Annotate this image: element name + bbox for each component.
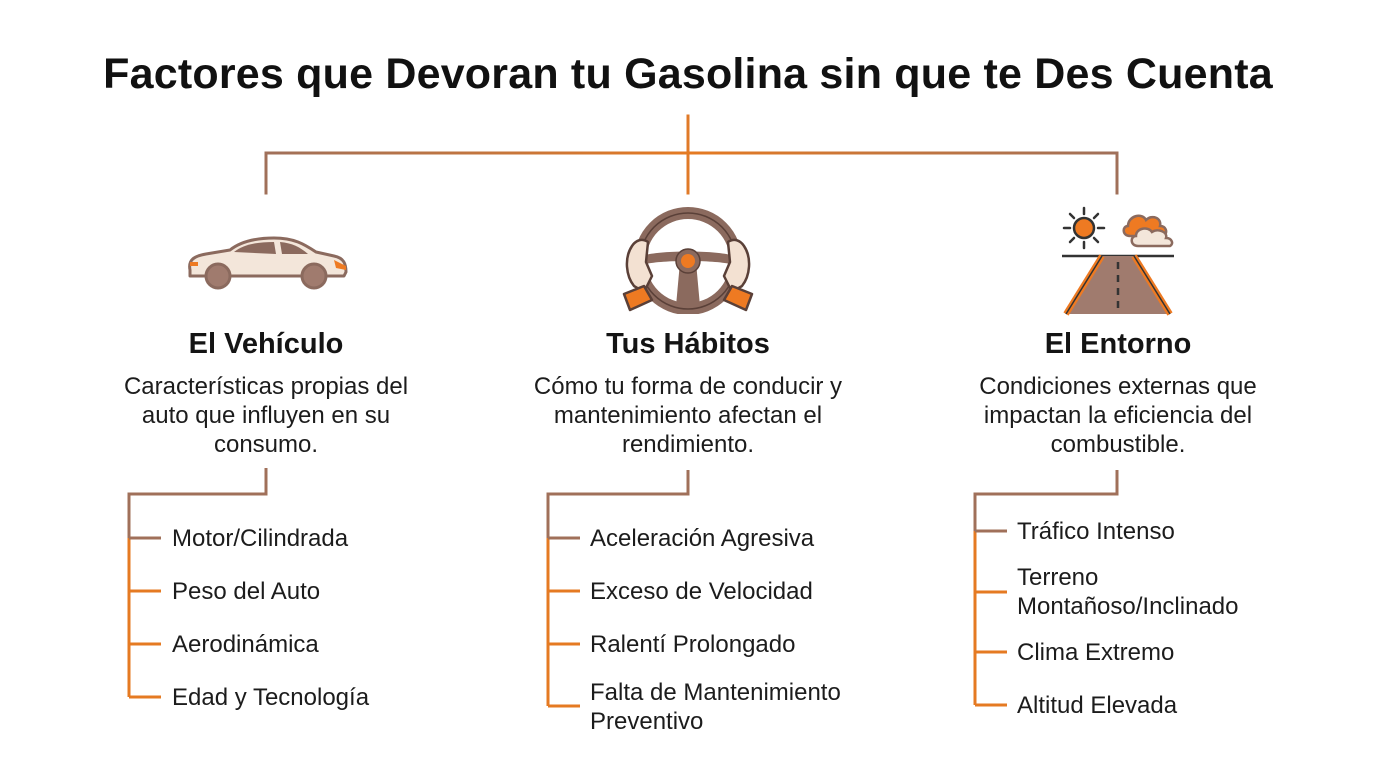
diagram-title: Factores que Devoran tu Gasolina sin que… <box>103 50 1273 98</box>
sun-icon <box>1062 206 1106 250</box>
column-description-vehicle: Características propias del auto que inf… <box>123 373 409 458</box>
list-item: Aceleración Agresiva <box>590 525 815 552</box>
column-title-vehicle: El Vehículo <box>188 328 344 360</box>
list-item: Altitud Elevada <box>1017 692 1178 719</box>
steering-wheel-icon <box>622 207 754 314</box>
list-item: Tráfico Intenso <box>1017 518 1175 545</box>
list-item: Terreno Montañoso/Inclinado <box>1017 564 1239 620</box>
list-item: Exceso de Velocidad <box>590 578 813 605</box>
car-icon <box>188 236 348 290</box>
list-item: Motor/Cilindrada <box>172 525 349 552</box>
list-item: Ralentí Prolongado <box>590 631 796 658</box>
list-item: Falta de Mantenimiento Preventivo <box>590 679 841 735</box>
list-item: Peso del Auto <box>172 578 321 605</box>
list-item: Edad y Tecnología <box>172 684 370 711</box>
top-branch <box>264 151 1119 195</box>
list-item: Clima Extremo <box>1017 639 1175 666</box>
road-weather-icon <box>1062 206 1174 316</box>
column-description-environment: Condiciones externas que impactan la efi… <box>979 373 1257 458</box>
column-description-habits: Cómo tu forma de conducir y mantenimient… <box>533 373 843 458</box>
column-title-environment: El Entorno <box>1044 328 1192 360</box>
column-title-habits: Tus Hábitos <box>606 328 770 360</box>
list-item: Aerodinámica <box>172 631 319 658</box>
